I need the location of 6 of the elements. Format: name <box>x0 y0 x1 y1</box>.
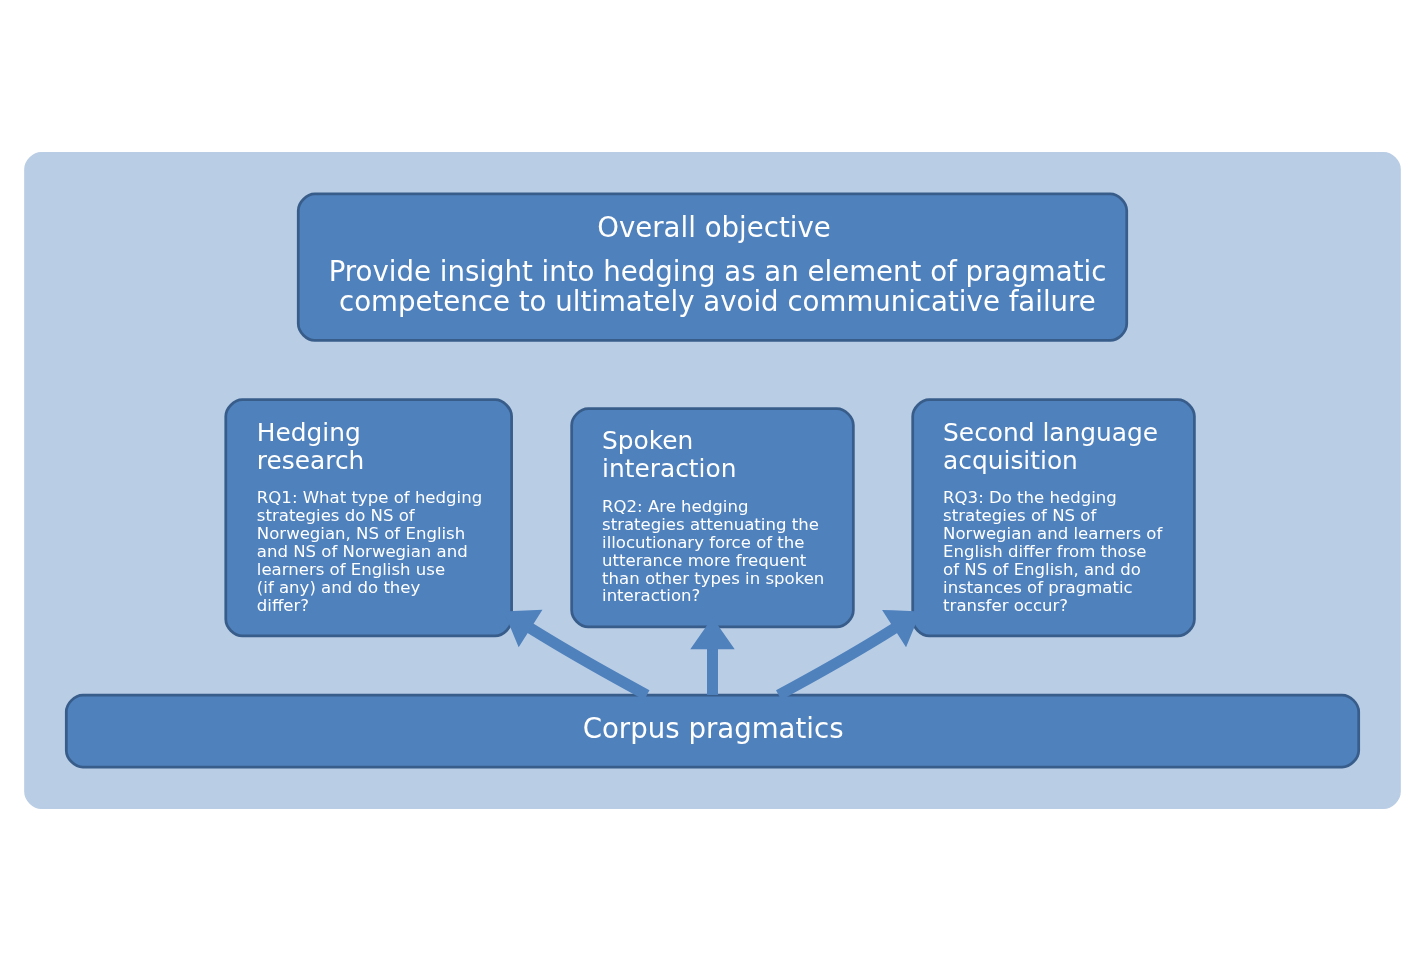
node-box: Second language acquisition RQ3: Do the hedging strategies of NS of Norwegian and learners of English differ from those of NS of English, and do instances of pragmatic transfer occur? <box>911 397 1196 637</box>
node-box: Overall objective Provide insight into hedging as an element of pragmatic competence to ultimately avoid communicative failure <box>296 192 1129 342</box>
cluster <box>24 151 1401 809</box>
node-box: Corpus pragmatics <box>64 693 1361 768</box>
node-box: Spoken interaction RQ2: Are hedging strategies attenuating the illocutionary force of the utterance more frequent than other types in spoken interaction? <box>570 406 855 628</box>
node-box: Hedging research RQ1: What type of hedging strategies do NS of Norwegian, NS of English and NS of Norwegian and learners of English use (if any) and do they differ? <box>224 397 513 637</box>
